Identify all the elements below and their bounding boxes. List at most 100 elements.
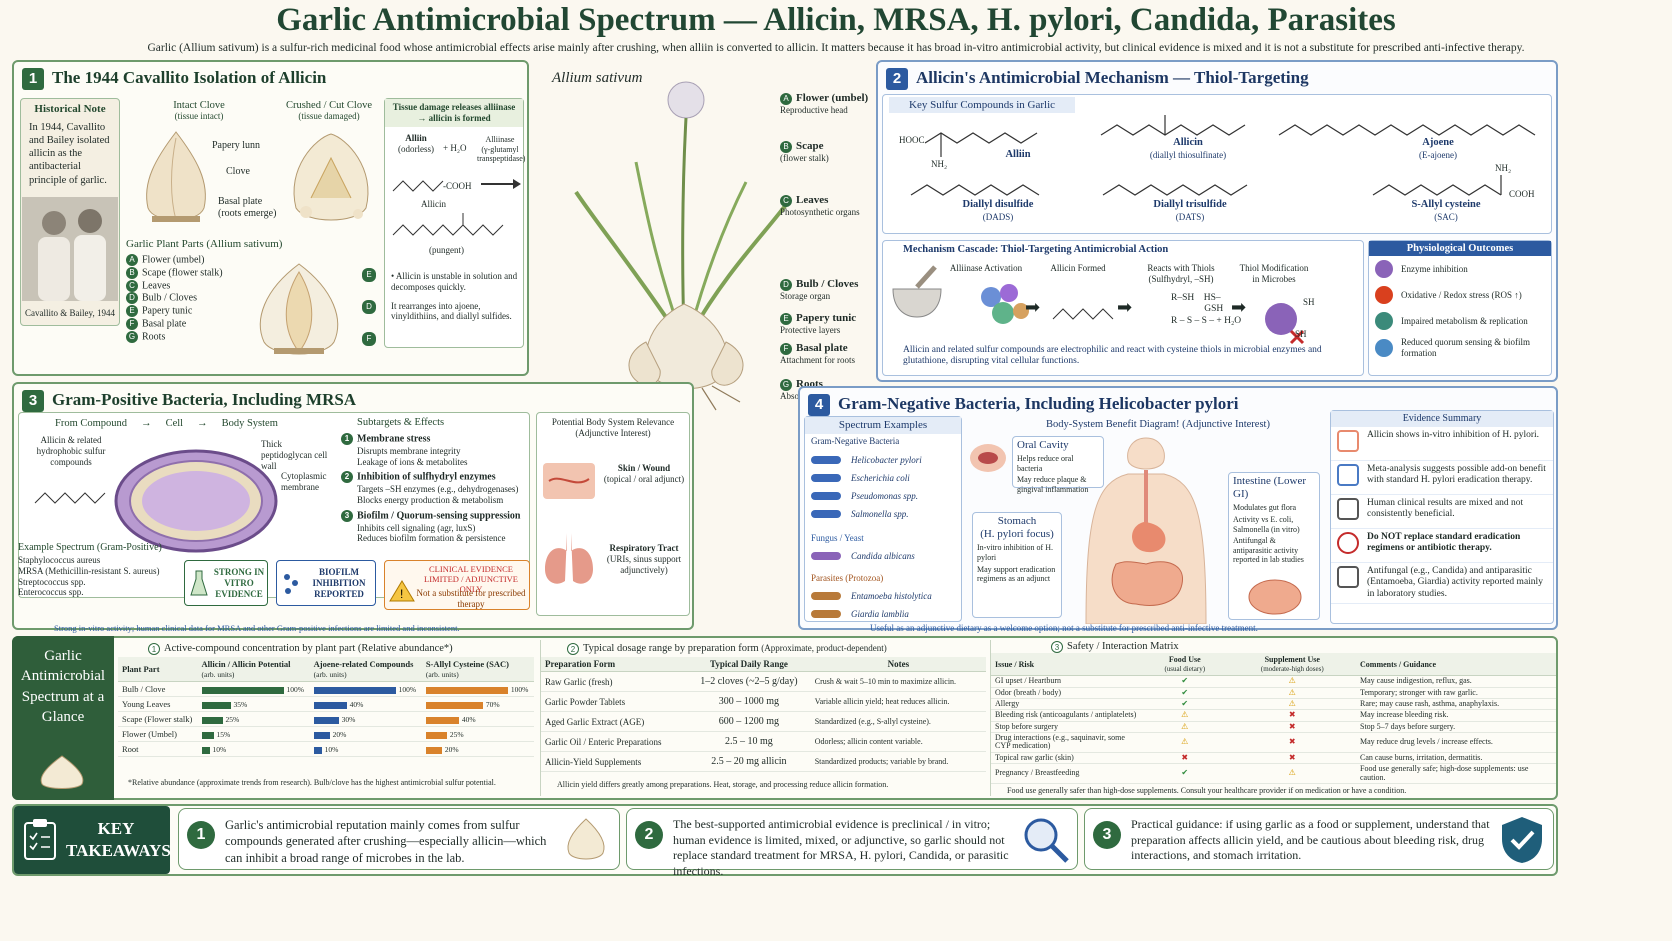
garlic-bulb-icon [40,755,84,789]
table-cell: 2.5 – 10 mg [687,731,811,753]
stomach-sub: (H. pylori focus) [980,528,1054,541]
value-cell: 70% [421,696,534,713]
outcome-text: Enzyme inhibition [1401,263,1468,274]
subtarget-bullet: Inhibits cell signaling (agr, luxS) [357,522,476,533]
benefit-bullet: In-vitro inhibition of H. pylori [977,543,1053,562]
value-bar [425,746,442,754]
oral-title: Oral Cavity [1017,439,1069,451]
plant-part-cell: Root [118,741,198,758]
table-header: Typical Daily Range [687,657,811,673]
benefit-bullet: Helps reduce oral bacteria [1017,454,1074,473]
shield-check-icon [1502,817,1542,863]
body-title: Potential Body System Relevance [551,417,675,427]
evidence-text: Human clinical results are mixed and not… [1367,498,1524,520]
enzyme-icon [981,284,1029,324]
skin-label: Skin / Wound [617,463,671,473]
svg-text:!: ! [400,587,403,601]
nh2-label: NH₂ [1495,163,1512,173]
part-key-marker: D [362,300,376,314]
value-label: 25% [449,730,464,740]
table-cell: Raw Garlic (fresh) [541,671,688,693]
table-header: Allicin / Allicin Potential(arb. units) [197,657,310,683]
body-sub: (Adjunctive Interest) [575,427,651,438]
outcome-item: Reduced quorum sensing & biofilm formati… [1369,334,1551,362]
intact-label: Intact Clove [173,100,225,111]
compound-sub: (DADS) [982,211,1014,222]
outcome-text: Impaired metabolism & replication [1401,315,1528,326]
table-number: 1 [148,642,160,655]
value-label: 100% [286,685,305,695]
compound-title: S-Allyl cysteine [1411,199,1481,210]
gram-negative-footnote: Useful as an adjunctive dietary as a wel… [870,623,1258,633]
table-note: Allicin yield differs greatly among prep… [557,780,889,789]
microbe-name: Pseudomonas spp. [851,491,918,501]
table-header: S-Allyl Cysteine (SAC)(arb. units) [421,657,534,683]
value-label: 100% [510,685,529,695]
compound-name: S-Allyl cysteine(SAC) [1371,199,1521,222]
table-header: Food Use(usual dietary) [1141,653,1229,677]
alliin-sub: (odorless) [398,143,434,154]
plant-part-name: Leaves [796,194,829,206]
issue-cell: Topical raw garlic (skin) [991,752,1141,765]
value-label: 30% [341,715,356,725]
table-row: Drug interactions (e.g., saquinavir, som… [991,732,1556,753]
plant-key: E [780,312,792,325]
table-title-sub: (Approximate, product-dependent) [761,643,887,653]
table-header: Comments / Guidance [1356,653,1556,677]
microbe-icon [811,552,841,561]
garlic-plant-illustration [574,81,790,412]
warning-icon: ! [389,580,415,602]
rating-cell: ✖ [1228,732,1356,753]
rating-cell: ⚠ [1141,709,1229,722]
mouth-icon [970,444,1006,472]
rating-cell: ⚠ [1141,732,1229,753]
allicin-molecule-icon [1052,308,1114,320]
evidence-text: Antifungal (e.g., Candida) and antiparas… [1367,566,1543,599]
takeaway-card: 2 The best-supported antimicrobial evide… [626,808,1078,878]
comment-cell: May reduce drug levels / increase effect… [1356,732,1556,753]
cascade-step: Alliinase Activation [949,263,1023,273]
panel-title: The 1944 Cavallito Isolation of Allicin [52,68,327,87]
gram-positive-footnote: Strong in-vitro activity; human clinical… [54,623,460,633]
arrow-icon: ➡ [1231,297,1247,318]
value-label: 15% [216,730,231,740]
intro-text: Garlic (Allium sativum) is a sulfur-rich… [147,42,1525,54]
takeaway-number: 1 [187,821,215,849]
badge-subtext: Not a substitute for prescribed therapy [416,588,526,609]
fungus-title: Fungus / Yeast [811,533,864,543]
example-item: Staphylococcus aureus [18,555,101,565]
badge-clinical-limited: ! CLINICAL EVIDENCE LIMITED / ADJUNCTIVE… [384,560,530,610]
thiol-label: + H₂O [1216,315,1242,326]
table-row: Flower (Umbel)15%20%25% [118,726,534,743]
microbe-item: Escherichia coli [811,473,910,484]
plant-key: D [780,278,792,291]
compound-name: Allicin(diallyl thiosulfinate) [1113,137,1263,160]
rating-cell: ⚠ [1228,698,1356,711]
table-header: Ajoene-related Compounds(arb. units) [309,657,422,683]
part-label: Basal plate [142,318,187,330]
table-header: Issue / Risk [991,653,1141,677]
table-note: *Relative abundance (approximate trends … [128,778,496,787]
cell-wall-label: Thick peptidoglycan cell wall [261,439,328,471]
allicin-structure [392,213,504,236]
part-label: Bulb / Cloves [142,292,198,304]
table-cell: Allicin-Yield Supplements [541,751,688,773]
outcome-icon [1375,286,1393,304]
part-key: E [126,305,138,318]
plant-part-cell: Scape (Flower stalk) [118,711,198,728]
compound-title: Diallyl trisulfide [1153,199,1227,210]
benefit-bullet: May support eradication regimens as an a… [977,564,1056,584]
page-title: Garlic Antimicrobial Spectrum — Allicin,… [276,2,1396,38]
issue-cell: GI upset / Heartburn [991,675,1141,688]
plant-part-desc: Storage organ [780,291,831,302]
cascade-box: Mechanism Cascade: Thiol-Targeting Antim… [882,240,1364,376]
issue-cell: Odor (breath / body) [991,687,1141,699]
table-row: Scape (Flower stalk)25%30%40% [118,711,534,728]
